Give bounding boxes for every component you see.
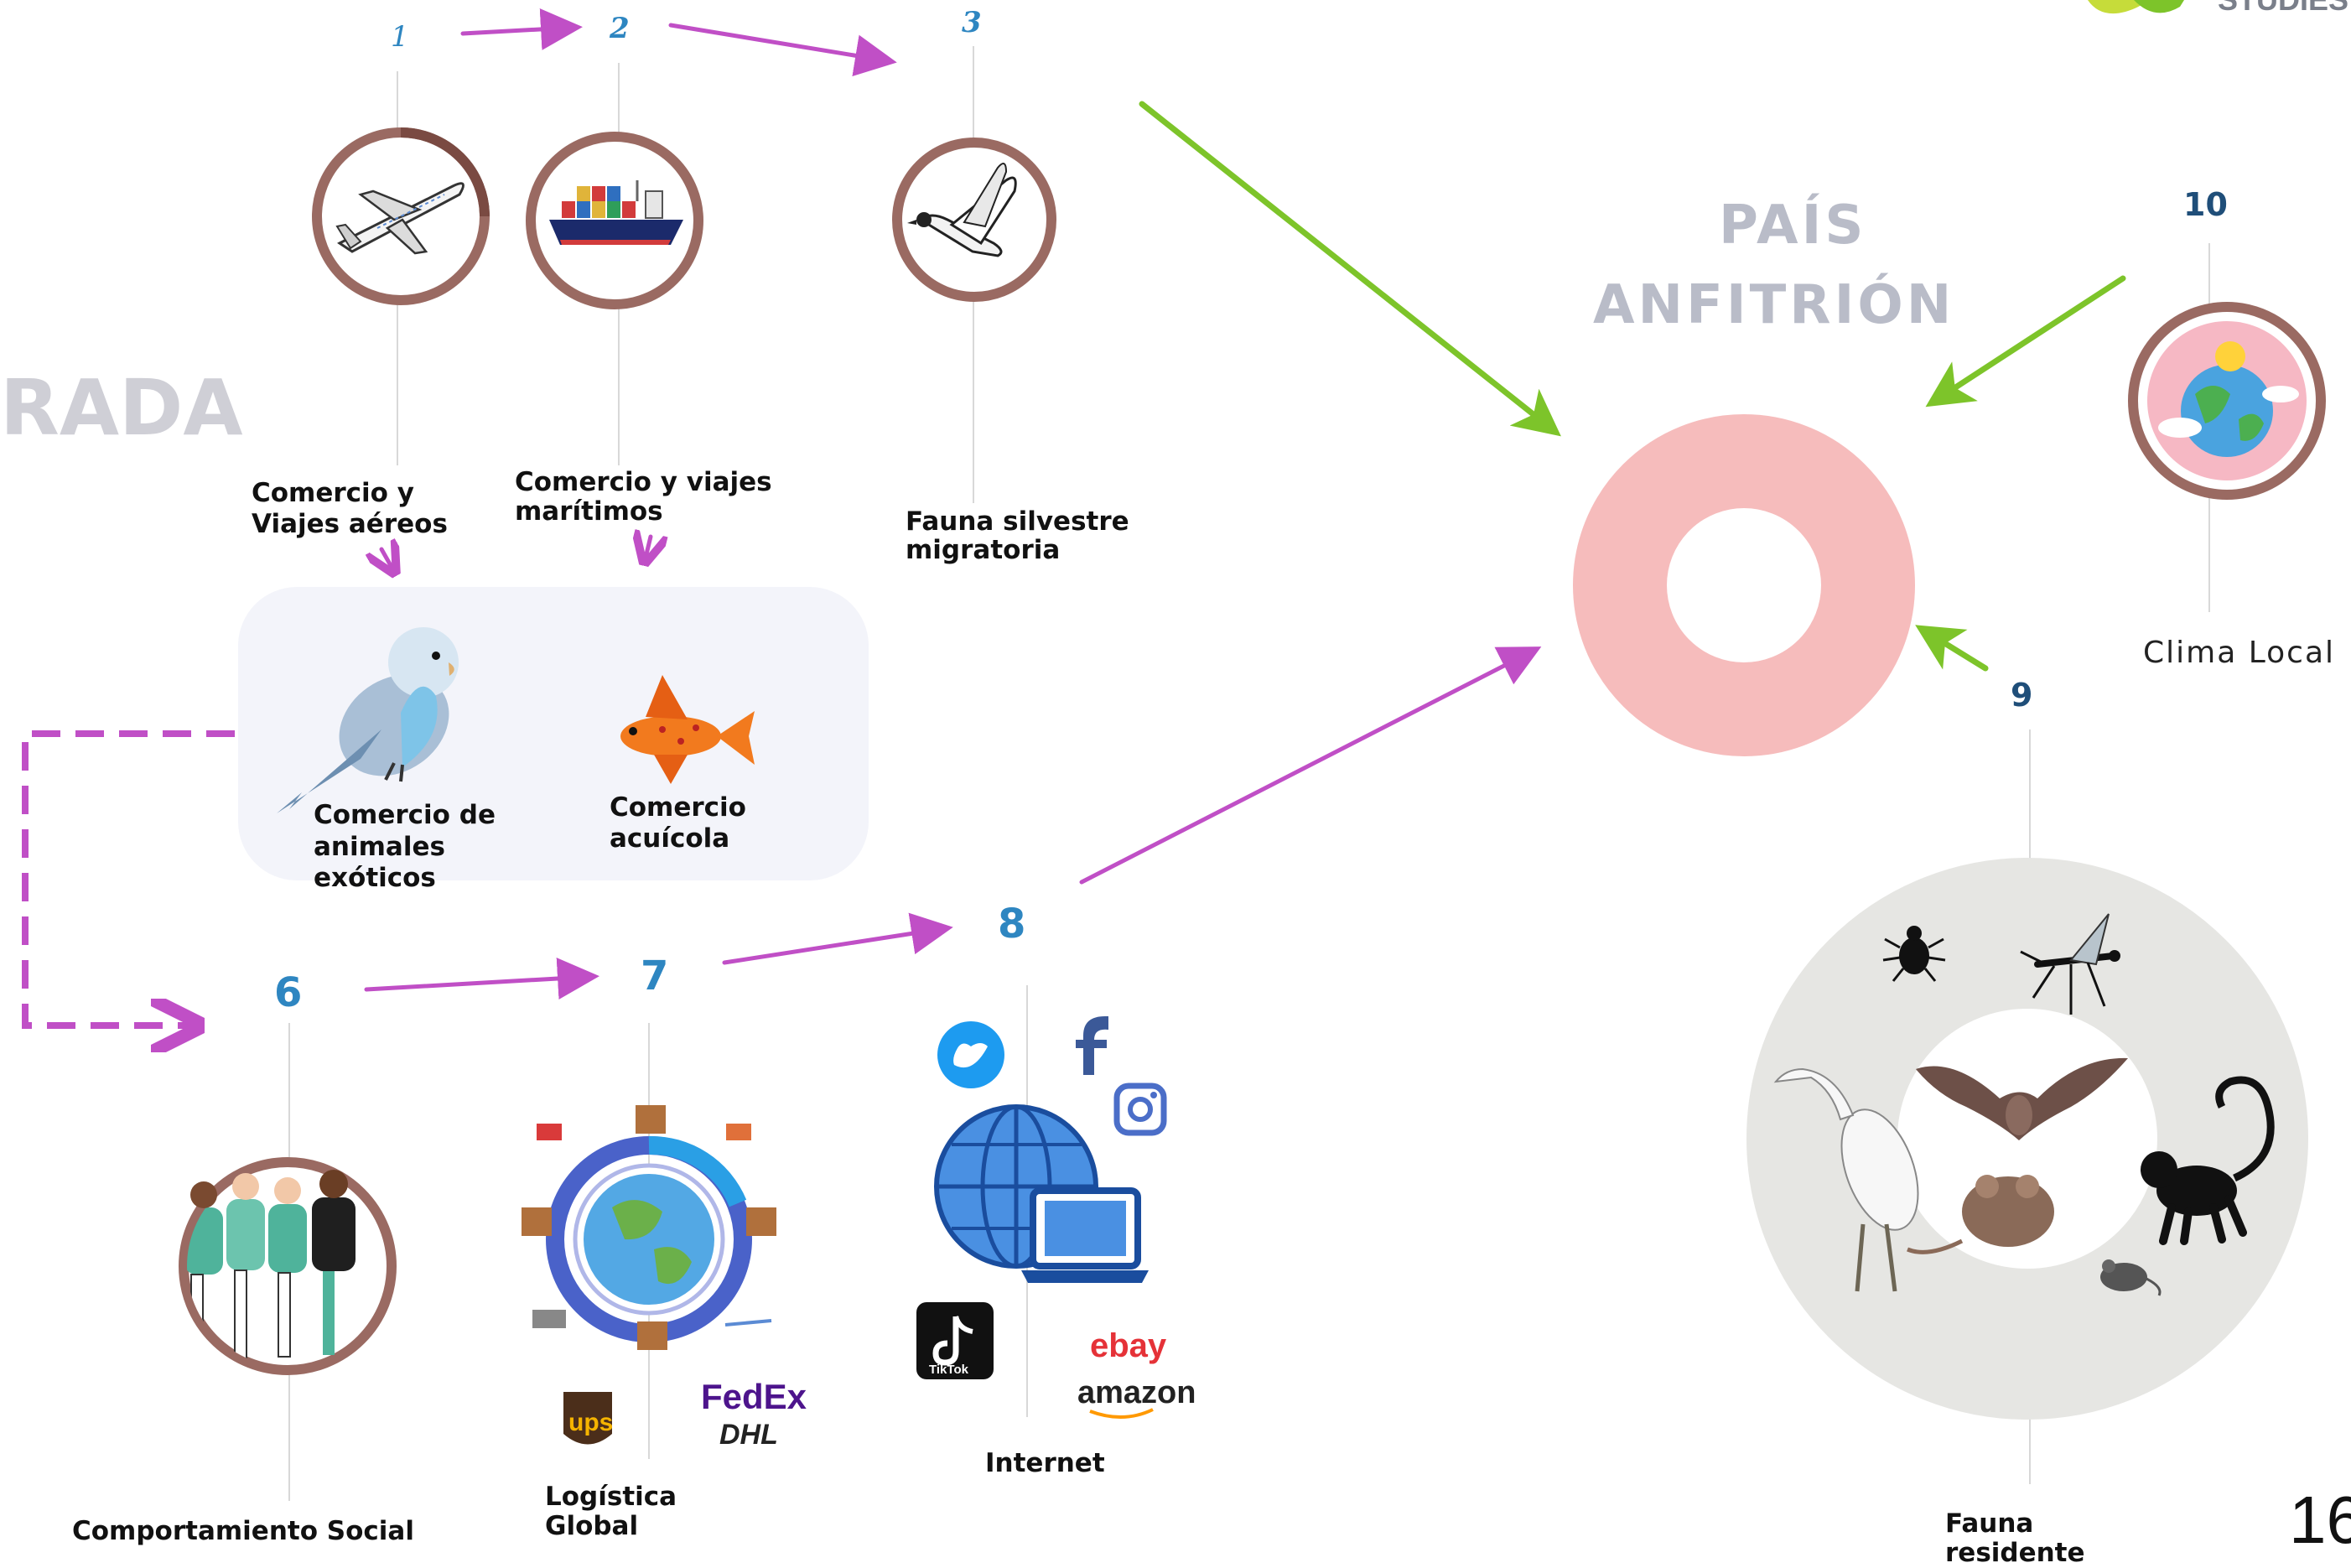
label-air-1: Comercio y — [252, 478, 414, 508]
label-sea-1: Comercio y viajes — [515, 467, 772, 497]
svg-text:ups: ups — [568, 1409, 613, 1436]
step-number-2: 2 — [609, 12, 630, 45]
heron-icon — [1773, 1067, 1919, 1292]
arrow-7-to-8 — [722, 912, 953, 965]
label-migratory-2: migratoria — [906, 535, 1060, 565]
node-internet: TikTok ebay amazon — [916, 1016, 1196, 1420]
exotic-trade-panel: Comercio de animales exóticos Comercio a… — [238, 587, 869, 893]
earth-sun-icon — [2147, 321, 2307, 480]
arrow-fauna-to-host — [1915, 625, 1989, 672]
label-local-climate: Clima Local — [2143, 636, 2335, 670]
goose-icon — [907, 163, 1017, 257]
node-local-climate — [2128, 302, 2326, 500]
parakeet-icon — [277, 627, 459, 813]
label-air-2: Viajes aéreos — [252, 509, 448, 539]
ups-logo: ups — [563, 1392, 613, 1445]
page-number: 16 — [2289, 1482, 2351, 1557]
host-country-line1: PAÍS — [1719, 193, 1866, 257]
host-country-ring — [1573, 414, 1915, 756]
node-migratory — [892, 138, 1056, 302]
arrow-clima-to-host — [1925, 275, 2126, 408]
dashed-arrow-exotic-to-social — [22, 730, 235, 1025]
step-number-8: 8 — [998, 901, 1025, 948]
label-sea-2: marítimos — [515, 496, 663, 527]
label-internet: Internet — [985, 1448, 1105, 1478]
label-exotic-1: Comercio de — [314, 800, 496, 830]
corner-logo: STUDIES — [2088, 0, 2348, 17]
twitter-icon — [937, 1021, 1004, 1088]
airplane-icon — [335, 182, 464, 255]
globe-logistics-icon — [546, 1135, 752, 1342]
dhl-logo: DHL — [698, 1419, 845, 1451]
fedex-logo: FedEx — [701, 1377, 807, 1416]
node-sea-travel — [526, 132, 703, 309]
label-resident-1: Fauna — [1945, 1508, 2033, 1539]
rat-icon — [1907, 1175, 2054, 1254]
label-logistics-2: Global — [545, 1511, 638, 1541]
svg-text:TikTok: TikTok — [929, 1363, 969, 1377]
label-aqua-2: acuícola — [610, 823, 729, 854]
tiktok-logo: TikTok — [916, 1302, 994, 1379]
svg-text:amazon: amazon — [1077, 1375, 1196, 1410]
node-air-travel — [312, 127, 490, 305]
label-aqua-1: Comercio — [610, 792, 746, 823]
bat-icon — [1916, 1057, 2128, 1140]
label-exotic-3: exóticos — [314, 863, 436, 893]
label-resident-2: residente — [1945, 1538, 2085, 1568]
label-logistics-1: Logística — [545, 1482, 677, 1512]
node-social-behavior — [179, 1157, 397, 1375]
node-resident-fauna — [1746, 858, 2308, 1420]
amazon-logo: amazon — [1077, 1375, 1196, 1420]
courier-logos: ups FedEx DHL — [563, 1377, 845, 1451]
flow-arrows-purple — [364, 8, 1542, 999]
side-title: RADA — [0, 363, 243, 453]
step-number-10: 10 — [2183, 186, 2228, 223]
mosquito-icon — [2020, 913, 2120, 1015]
arrow-migratory-to-host — [1139, 101, 1561, 437]
host-country-line2: ANFITRIÓN — [1593, 273, 1954, 336]
label-social: Comportamiento Social — [72, 1516, 414, 1546]
step-number-9: 9 — [2011, 677, 2032, 714]
mouse-icon — [2100, 1259, 2162, 1296]
facebook-icon — [1076, 1016, 1108, 1075]
cargo-ship-icon — [549, 180, 683, 245]
svg-text:DHL: DHL — [719, 1419, 778, 1451]
node-global-logistics — [522, 1105, 776, 1350]
step-number-6: 6 — [274, 969, 302, 1016]
arrow-sea-down — [646, 537, 651, 558]
arrow-air-down — [381, 549, 392, 569]
people-icon — [187, 1170, 356, 1359]
corner-logo-text: STUDIES — [2218, 0, 2348, 17]
instagram-icon — [1113, 1083, 1167, 1136]
label-exotic-2: animales — [314, 832, 445, 862]
arrow-1-to-2 — [460, 8, 583, 50]
step-number-3: 3 — [962, 6, 982, 39]
arrow-6-to-7 — [364, 958, 599, 999]
arrow-8-to-host — [1079, 646, 1542, 885]
arrow-2-to-3 — [668, 23, 897, 76]
fish-icon — [620, 675, 755, 784]
step-number-7: 7 — [641, 953, 668, 999]
tick-icon — [1882, 926, 1946, 982]
flow-arrows-green — [1139, 101, 2126, 672]
step-number-1: 1 — [391, 20, 409, 54]
ebay-logo: ebay — [1090, 1327, 1167, 1364]
globe-computer-icon — [934, 1104, 1149, 1283]
monkey-icon — [2141, 1076, 2275, 1245]
label-migratory-1: Fauna silvestre — [906, 506, 1129, 537]
